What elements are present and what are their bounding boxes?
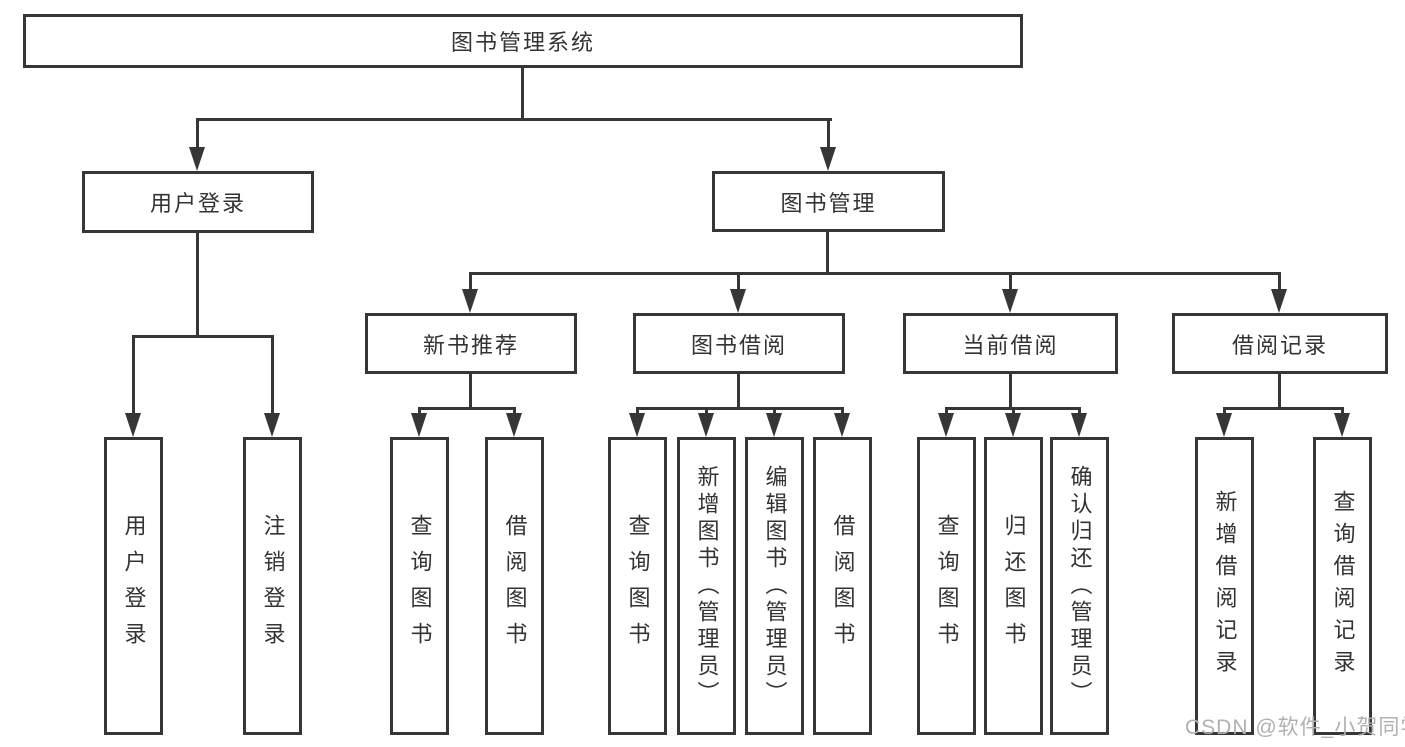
node-user-login: 用户登录 xyxy=(82,171,314,233)
connector-line xyxy=(1278,272,1281,292)
connector-line xyxy=(196,118,199,150)
leaf-user-login: 用户登录 xyxy=(104,437,163,735)
connector-line xyxy=(132,335,135,415)
connector-line xyxy=(636,407,639,417)
connector-line xyxy=(132,335,274,338)
arrow-down-icon xyxy=(820,147,836,171)
connector-line xyxy=(1223,407,1226,417)
arrow-down-icon xyxy=(1216,413,1232,437)
leaf-query-books-recommend: 查询图书 xyxy=(390,437,449,735)
connector-line xyxy=(418,407,421,417)
node-book-borrow: 图书借阅 xyxy=(633,313,845,374)
arrow-down-icon xyxy=(506,413,522,437)
connector-line xyxy=(521,68,524,118)
leaf-borrow-books: 借阅图书 xyxy=(813,437,872,735)
arrow-down-icon xyxy=(411,413,427,437)
connector-line xyxy=(196,233,199,335)
connector-line xyxy=(1341,407,1344,417)
leaf-add-borrow-record: 新增借阅记录 xyxy=(1195,437,1254,735)
node-book-management: 图书管理 xyxy=(712,171,945,232)
arrow-down-icon xyxy=(629,413,645,437)
arrow-down-icon xyxy=(1071,413,1087,437)
arrow-down-icon xyxy=(1271,289,1287,313)
connector-line xyxy=(945,407,948,417)
leaf-query-borrow-record: 查询借阅记录 xyxy=(1313,437,1372,735)
connector-line xyxy=(1078,407,1081,417)
arrow-down-icon xyxy=(834,413,850,437)
arrow-down-icon xyxy=(698,413,714,437)
leaf-confirm-return-admin: 确认归还（管理员） xyxy=(1050,437,1109,735)
connector-line xyxy=(827,118,830,150)
connector-line xyxy=(196,118,832,121)
connector-line xyxy=(636,407,844,410)
arrow-down-icon xyxy=(730,289,746,313)
connector-line xyxy=(737,374,740,407)
connector-line xyxy=(469,374,472,407)
leaf-edit-books-admin: 编辑图书（管理员） xyxy=(745,437,804,735)
arrow-down-icon xyxy=(1002,289,1018,313)
connector-line xyxy=(469,272,472,292)
arrow-down-icon xyxy=(462,289,478,313)
connector-line xyxy=(705,407,708,417)
connector-line xyxy=(271,335,274,415)
connector-line xyxy=(773,407,776,417)
connector-line xyxy=(1009,272,1012,292)
connector-line xyxy=(1278,374,1281,407)
connector-line xyxy=(737,272,740,292)
connector-line xyxy=(418,407,516,410)
connector-line xyxy=(469,272,1281,275)
connector-line xyxy=(1223,407,1344,410)
arrow-down-icon xyxy=(264,413,280,437)
arrow-down-icon xyxy=(189,147,205,171)
arrow-down-icon xyxy=(1005,413,1021,437)
connector-line xyxy=(1009,374,1012,407)
node-borrow-records: 借阅记录 xyxy=(1172,313,1388,374)
connector-line xyxy=(1012,407,1015,417)
arrow-down-icon xyxy=(766,413,782,437)
leaf-logout: 注销登录 xyxy=(243,437,302,735)
arrow-down-icon xyxy=(125,413,141,437)
connector-line xyxy=(513,407,516,417)
leaf-query-books-current: 查询图书 xyxy=(917,437,976,735)
leaf-add-books-admin: 新增图书（管理员） xyxy=(677,437,736,735)
connector-line xyxy=(826,232,829,272)
arrow-down-icon xyxy=(1334,413,1350,437)
leaf-return-books: 归还图书 xyxy=(984,437,1043,735)
arrow-down-icon xyxy=(938,413,954,437)
node-root: 图书管理系统 xyxy=(23,14,1023,68)
connector-line xyxy=(841,407,844,417)
leaf-query-books-borrow: 查询图书 xyxy=(608,437,667,735)
node-new-book-recommend: 新书推荐 xyxy=(365,313,577,374)
leaf-borrow-books-recommend: 借阅图书 xyxy=(485,437,544,735)
watermark: CSDN @软件_小贺同学 xyxy=(1185,716,1405,739)
node-current-borrow: 当前借阅 xyxy=(903,313,1118,374)
